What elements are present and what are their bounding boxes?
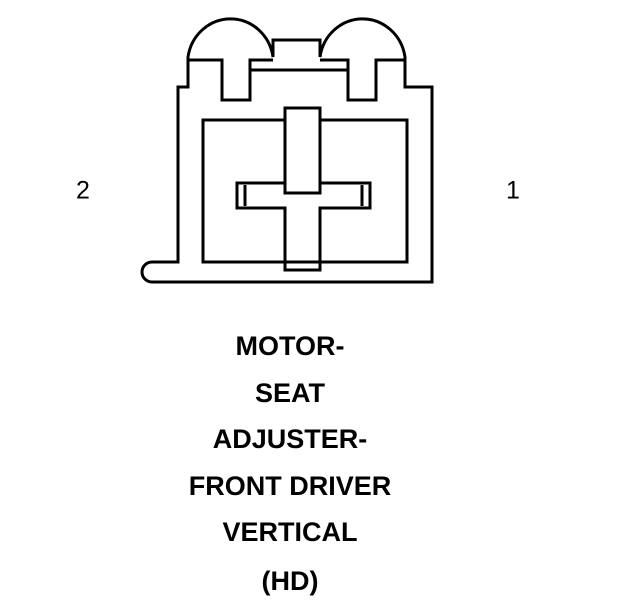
terminal-key-cross — [235, 106, 372, 272]
component-caption: MOTOR- SEAT ADJUSTER- FRONT DRIVER VERTI… — [90, 323, 490, 596]
terminal-cavity — [201, 118, 409, 264]
left-latch — [188, 58, 273, 102]
caption-line-2: SEAT — [254, 377, 325, 408]
caption-line-3: ADJUSTER- — [212, 424, 368, 454]
caption-line-1: MOTOR- — [235, 331, 345, 361]
pin-1-label: 1 — [506, 176, 520, 205]
caption-line-4: FRONT DRIVER — [188, 470, 392, 501]
caption-line-5: VERTICAL — [222, 517, 358, 547]
pin-2-label: 2 — [76, 176, 90, 205]
connector-housing — [140, 17, 434, 284]
caption-suffix: (HD) — [261, 565, 319, 596]
right-latch — [320, 58, 405, 102]
